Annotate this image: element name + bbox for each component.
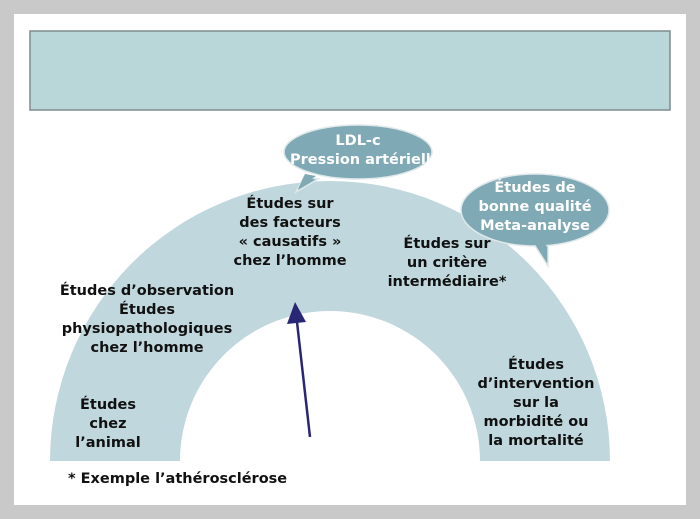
label-intervention-studies: Études d’intervention sur la morbidité o…	[474, 356, 598, 451]
label-observation-line3: physiopathologiques	[61, 321, 233, 337]
bubble-meta-line2: bonne qualité	[478, 199, 592, 215]
bubble-ldl-line1: LDL-c	[335, 133, 381, 149]
bubble-ldl-line2: Pression artérielle	[290, 152, 441, 168]
label-causal-line1: Études sur	[246, 196, 334, 212]
bubble-meta-analyse	[460, 173, 610, 269]
label-causal-line4: chez l’homme	[233, 253, 347, 269]
label-animal-line3: l’animal	[75, 435, 141, 451]
progress-arrow-shaft	[295, 321, 312, 438]
bubble-meta-line1: Études de	[494, 180, 576, 196]
bubble-meta-text: Études de bonne qualité Meta-analyse	[468, 179, 602, 236]
label-causal-line2: des facteurs	[239, 215, 341, 231]
label-animal-line2: chez	[89, 416, 127, 432]
research-arch	[50, 181, 610, 461]
bubble-ldl	[283, 124, 433, 195]
bubble-ldl-text: LDL-c Pression artérielle	[290, 132, 441, 170]
label-intervention-line4: morbidité ou	[483, 414, 589, 430]
label-intermediate-line3: intermédiaire*	[387, 274, 507, 290]
label-animal-line1: Études	[79, 397, 136, 413]
label-observation-studies: Études d’observation Études physiopathol…	[54, 282, 240, 358]
label-observation-line1: Études d’observation	[59, 283, 235, 299]
bubble-meta-line3: Meta-analyse	[480, 218, 590, 234]
label-observation-line4: chez l’homme	[90, 340, 204, 356]
label-intermediate-studies: Études sur un critère intermédiaire*	[382, 235, 512, 292]
progress-arrow-head	[287, 302, 306, 324]
label-causal-studies: Études sur des facteurs « causatifs » ch…	[230, 195, 350, 271]
label-intervention-line3: sur la	[513, 395, 559, 411]
label-intervention-line5: la mortalité	[488, 433, 584, 449]
title-box	[29, 30, 671, 111]
label-causal-line3: « causatifs »	[238, 234, 342, 250]
label-animal-studies: Études chez l’animal	[68, 396, 148, 453]
diagram-canvas	[29, 30, 671, 461]
label-intermediate-line1: Études sur	[403, 236, 491, 252]
label-intermediate-line2: un critère	[406, 255, 488, 271]
label-observation-line2: Études	[118, 302, 175, 318]
diagram-panel: LDL-c Pression artérielle Études de bonn…	[14, 14, 686, 505]
label-intervention-line2: d’intervention	[477, 376, 595, 392]
label-intervention-line1: Études	[507, 357, 564, 373]
footnote: * Exemple l’athérosclérose	[68, 471, 288, 487]
